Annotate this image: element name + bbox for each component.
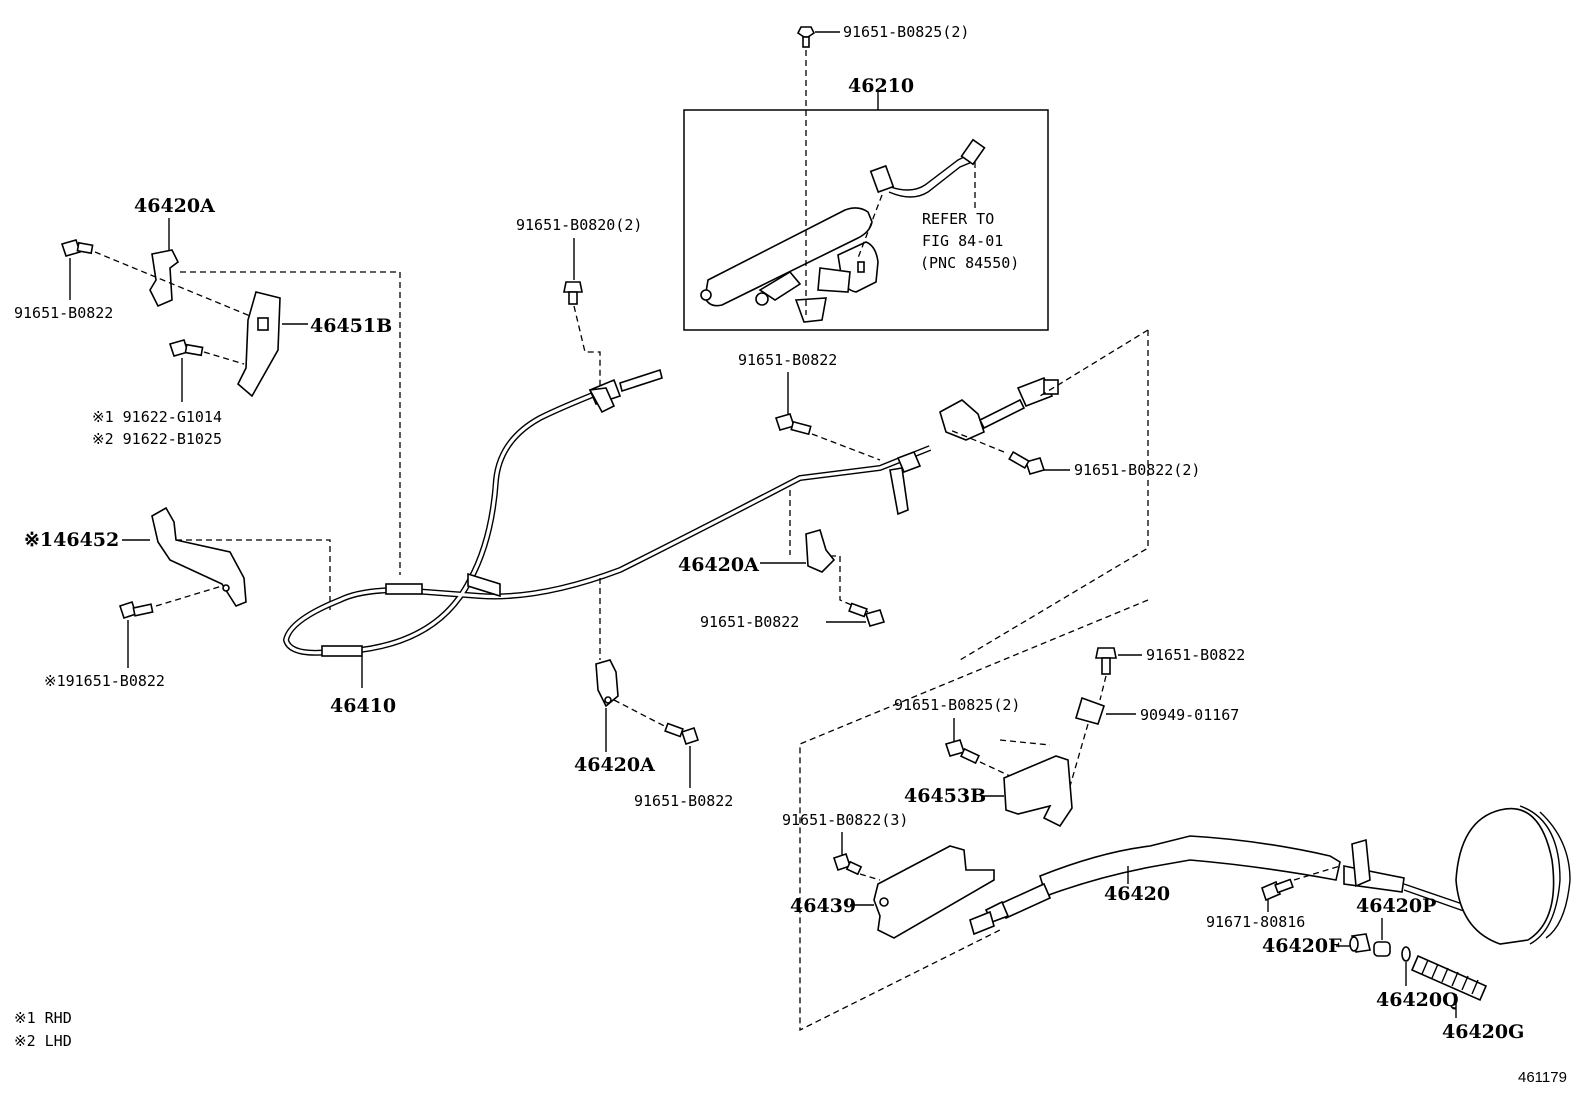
bracket-46420A-upper[interactable] [149, 249, 180, 308]
label-clip-90949[interactable]: 90949-01167 [1140, 706, 1239, 724]
bolt-icon[interactable] [563, 281, 583, 305]
bolt-icon[interactable] [848, 602, 886, 627]
bracket-46420A-low[interactable] [595, 659, 619, 708]
part-46420P[interactable] [1373, 941, 1391, 957]
label-part-46420P[interactable]: 46420P [1356, 895, 1436, 917]
label-bracket-46420A-mid[interactable]: 46420A [678, 554, 759, 576]
diagram-id: 461179 [1518, 1069, 1567, 1086]
label-bolt-left-0822[interactable]: 91651-B0822 [14, 304, 113, 322]
label-cable-46410[interactable]: 46410 [330, 695, 396, 717]
label-bolt-rear-top[interactable]: 91651-B0822 [1146, 646, 1245, 664]
bolt-icon[interactable] [664, 722, 700, 746]
rear-cable-46420[interactable] [969, 835, 1496, 936]
label-bolt-mid-lower[interactable]: 91651-B0822 [700, 613, 799, 631]
cable-connector[interactable] [889, 376, 1059, 516]
brake-switch-connector[interactable] [857, 138, 986, 259]
lever-assembly-box [683, 109, 1049, 331]
bracket-46420A-mid[interactable] [805, 529, 836, 573]
label-bolt-0822-3[interactable]: 91651-B0822(3) [782, 811, 908, 829]
refer-to-line1: REFER TO [922, 210, 994, 228]
part-46420G[interactable] [1410, 954, 1488, 1002]
lever-assembly-part-number[interactable]: 46210 [848, 75, 914, 97]
label-bolt-0825-2[interactable]: 91651-B0825(2) [894, 696, 1020, 714]
label-bolt-mid-0822[interactable]: 91651-B0822 [738, 351, 837, 369]
label-bracket-46420A-low[interactable]: 46420A [574, 754, 655, 776]
label-bracket-46451B[interactable]: 46451B [310, 315, 392, 337]
bolt-icon[interactable] [1095, 647, 1117, 675]
bolt-icon[interactable] [796, 26, 816, 48]
refer-to-line2[interactable]: FIG 84-01 [922, 232, 1003, 250]
bolt-icon[interactable] [1008, 450, 1046, 475]
label-bracket-46452[interactable]: ※146452 [24, 529, 119, 551]
bracket-46451B[interactable] [237, 291, 281, 398]
label-bolt-left-lower[interactable]: ※191651-B0822 [44, 672, 165, 690]
front-cable-46410[interactable] [282, 368, 932, 657]
bracket-46453B[interactable] [1003, 755, 1073, 828]
bracket-46452[interactable] [151, 506, 247, 607]
label-bracket-46439[interactable]: 46439 [790, 895, 856, 917]
part-46420Q[interactable] [1401, 946, 1411, 962]
label-bracket-46420A-top[interactable]: 46420A [134, 195, 215, 217]
label-cable-46420[interactable]: 46420 [1104, 883, 1170, 905]
bracket-46439[interactable] [873, 845, 995, 939]
note-lhd: ※2 LHD [14, 1032, 72, 1050]
brake-drum-icon [1455, 805, 1571, 945]
label-bracket-46453B[interactable]: 46453B [904, 785, 986, 807]
label-bolt-b1025[interactable]: ※2 91622-B1025 [92, 430, 222, 448]
bolt-icon[interactable] [60, 239, 94, 257]
bolt-icon[interactable] [118, 600, 154, 620]
label-bolt-top[interactable]: 91651-B0825(2) [843, 23, 969, 41]
clip-90949[interactable] [1074, 696, 1106, 725]
bolt-icon[interactable] [832, 852, 863, 876]
part-46420F[interactable] [1349, 933, 1371, 953]
bolt-icon[interactable] [168, 339, 204, 357]
label-bolt-0820[interactable]: 91651-B0820(2) [516, 216, 642, 234]
refer-to-line3: (PNC 84550) [920, 254, 1019, 272]
label-part-46420G[interactable]: 46420G [1442, 1021, 1524, 1043]
label-bolt-80816[interactable]: 91671-80816 [1206, 913, 1305, 931]
label-part-46420Q[interactable]: 46420Q [1376, 989, 1459, 1011]
label-bolt-g1014[interactable]: ※1 91622-G1014 [92, 408, 222, 426]
label-part-46420F[interactable]: 46420F [1262, 935, 1342, 957]
bolt-icon[interactable] [1261, 878, 1294, 902]
bolt-icon[interactable] [944, 739, 981, 765]
parking-brake-lever[interactable] [700, 207, 879, 323]
label-bolt-right-0822-2[interactable]: 91651-B0822(2) [1074, 461, 1200, 479]
label-bolt-low-0822[interactable]: 91651-B0822 [634, 792, 733, 810]
bolt-icon[interactable] [774, 413, 812, 436]
note-rhd: ※1 RHD [14, 1009, 72, 1027]
